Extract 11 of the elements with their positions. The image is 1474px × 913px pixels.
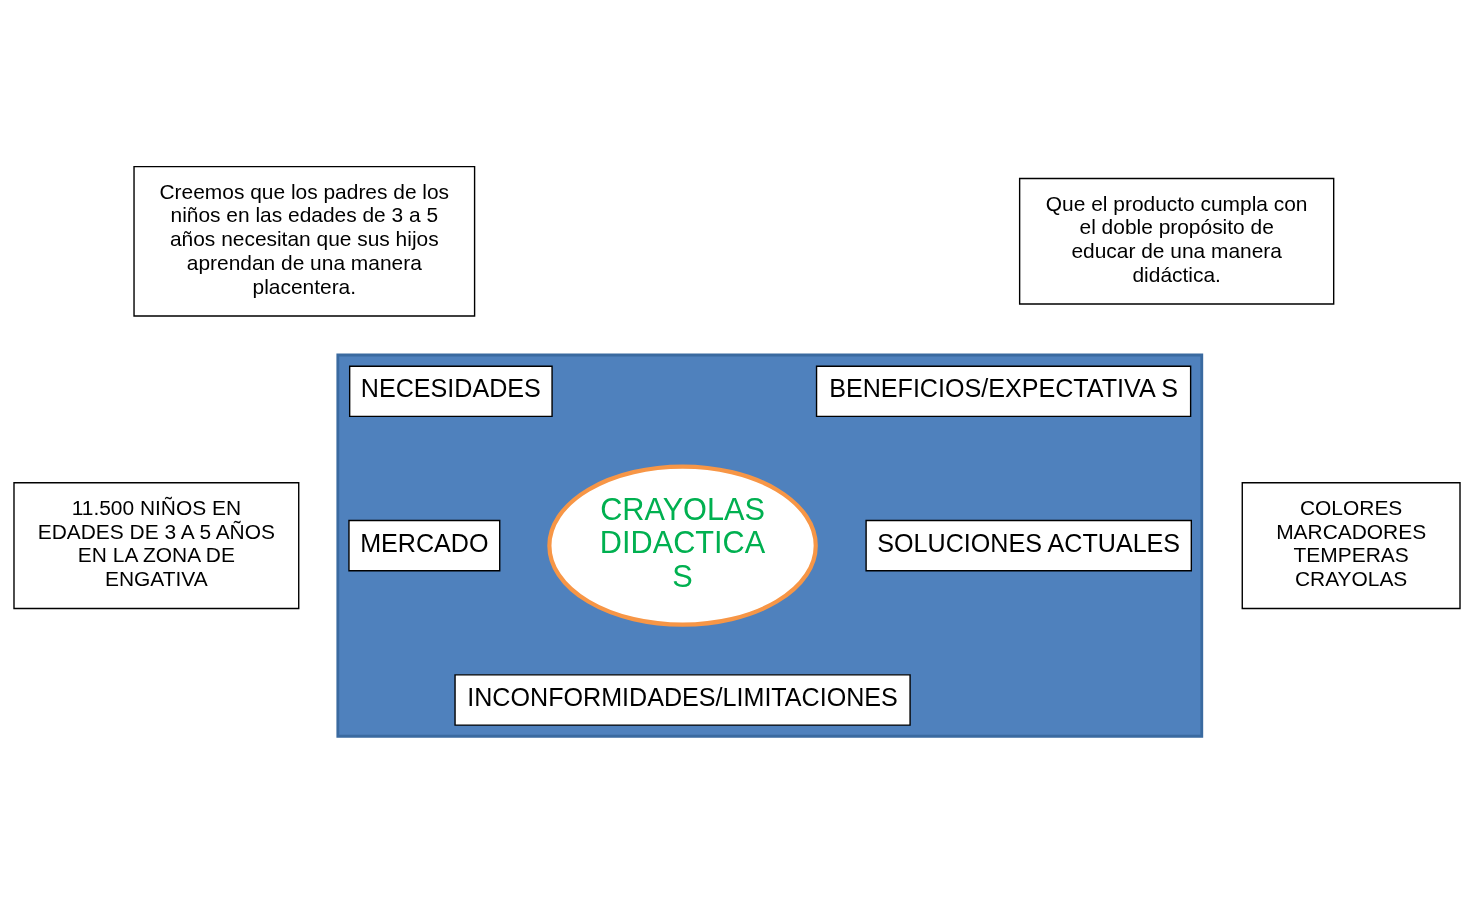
node-box: Que el producto cumpla con el doble propósito de educar de una manera didáctica. [1018, 177, 1335, 305]
node-box: 11.500 NIÑOS EN EDADES DE 3 A 5 AÑOS EN LA ZONA DE ENGATIVA [13, 481, 300, 609]
node-box: INCONFORMIDADES/LIMITACIONES [454, 673, 911, 726]
cluster [336, 353, 1204, 738]
node-box: COLORES MARCADORES TEMPERAS CRAYOLAS [1241, 481, 1461, 609]
node-box: SOLUCIONES ACTUALES [865, 519, 1192, 571]
node-box: MERCADO [348, 519, 501, 571]
node-box: Creemos que los padres de los niños en las edades de 3 a 5 años necesitan que sus hijos aprendan de una manera placentera. [133, 165, 476, 317]
node-box: NECESIDADES [349, 365, 553, 417]
node-ellipse: CRAYOLAS DIDACTICA S [547, 463, 818, 627]
node-box: BENEFICIOS/EXPECTATIVA S [815, 365, 1192, 417]
